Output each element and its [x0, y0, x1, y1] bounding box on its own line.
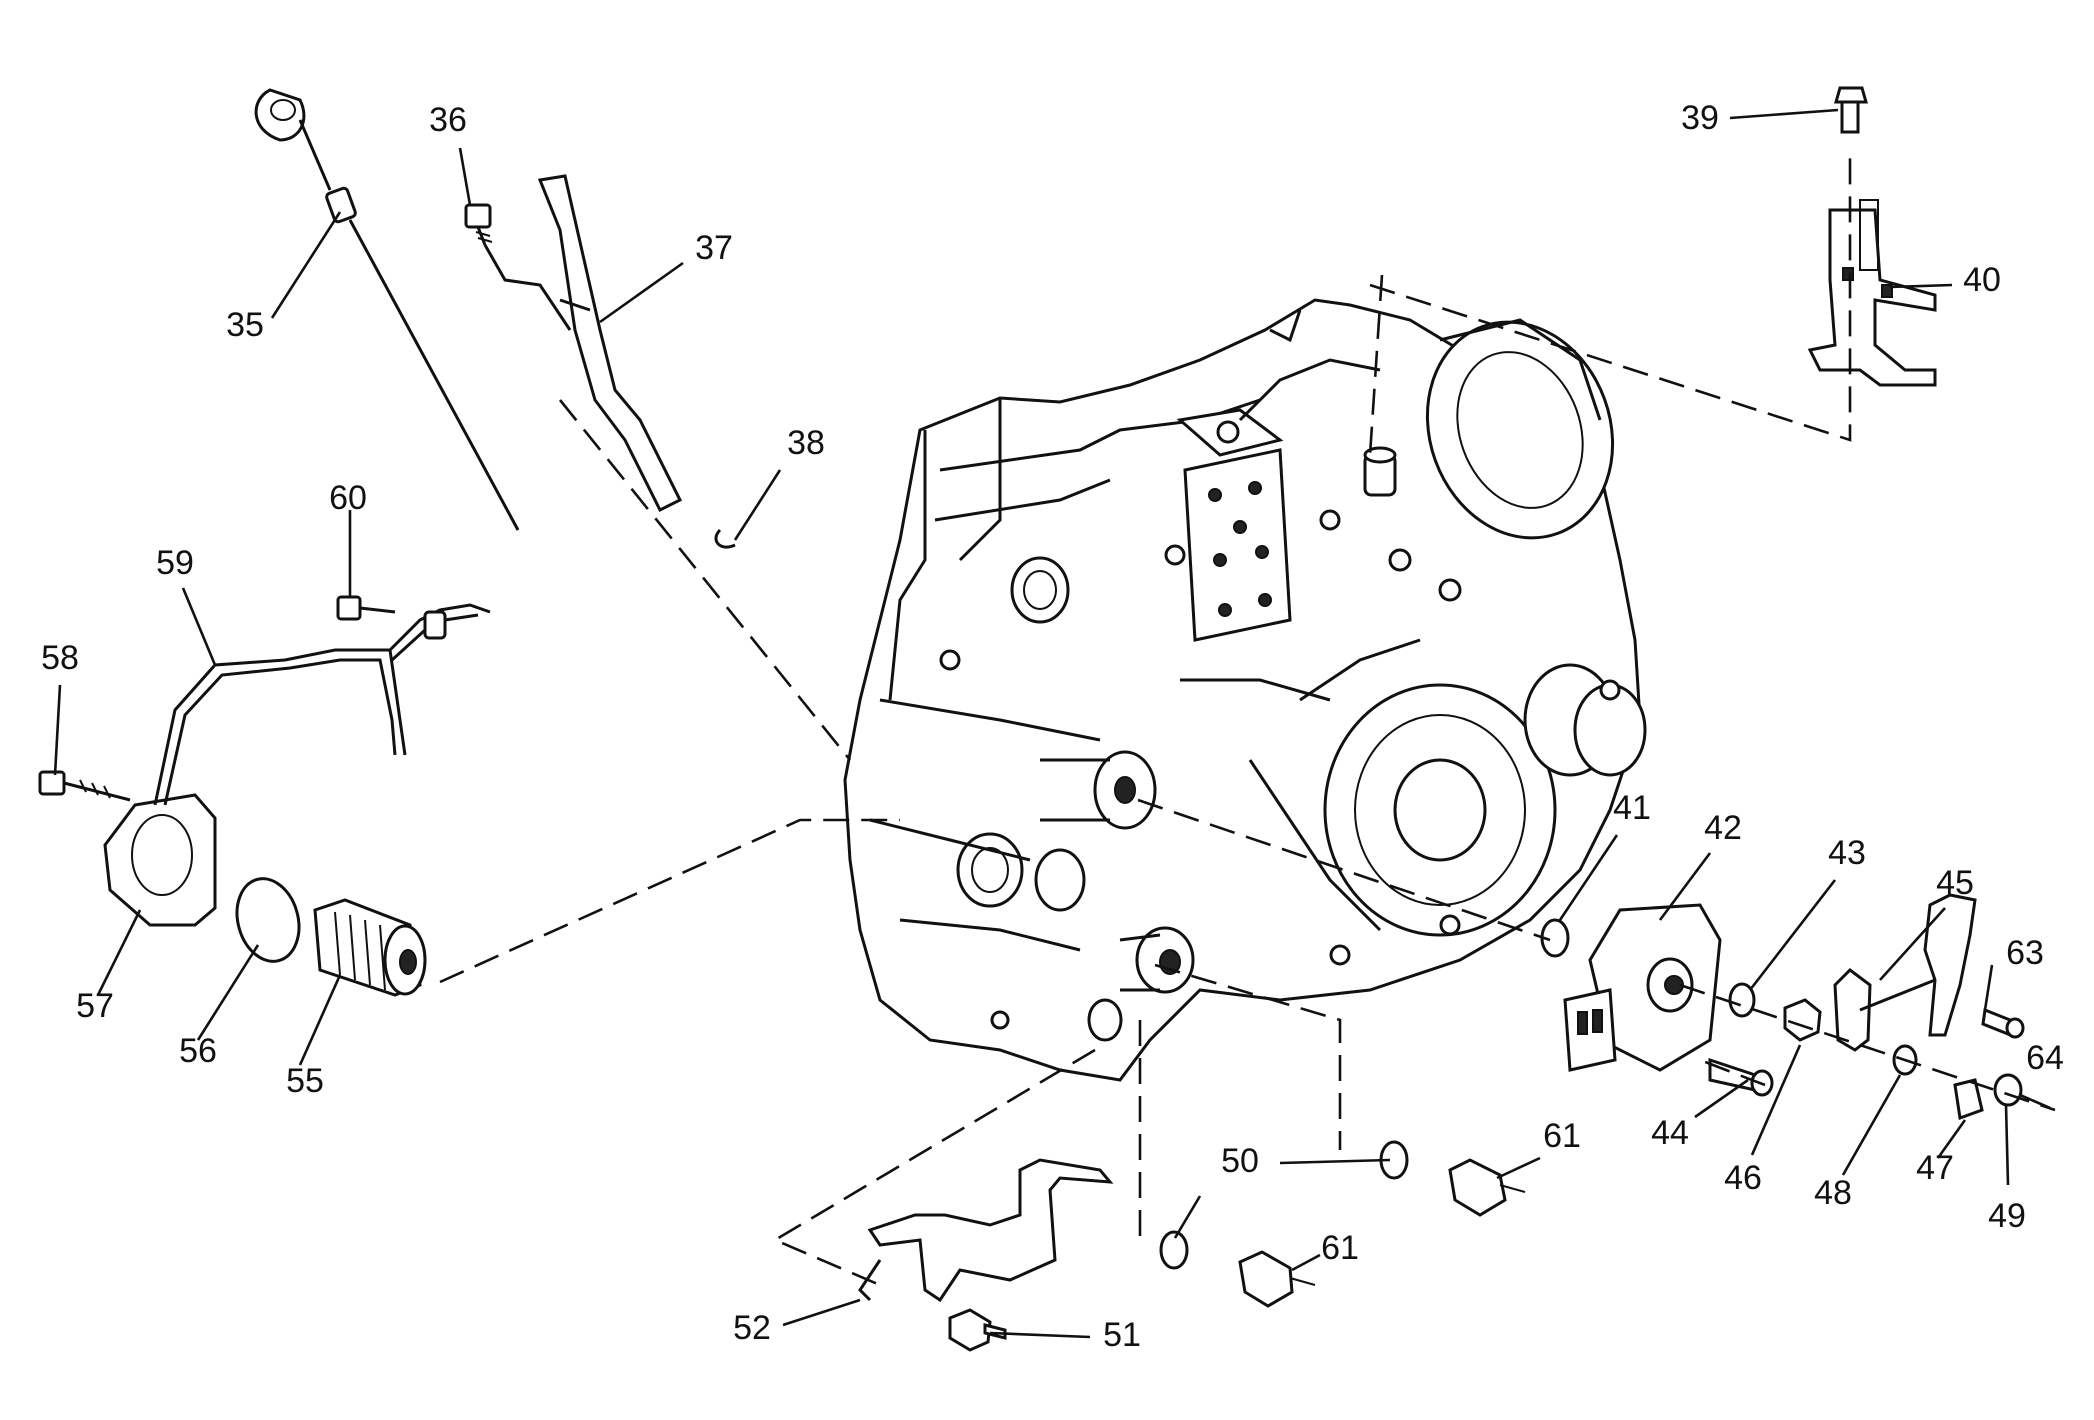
callout-49: 49 — [1988, 1197, 2026, 1235]
callout-57: 57 — [76, 987, 114, 1025]
callout-56: 56 — [179, 1032, 217, 1070]
oil-filter-assembly — [38, 770, 427, 997]
dipstick — [254, 88, 520, 531]
transmission-case — [843, 298, 1647, 1082]
callout-labels: 35 36 37 38 39 40 41 42 43 44 45 46 47 4… — [41, 99, 2064, 1354]
retaining-clip — [714, 528, 736, 549]
callout-43: 43 — [1828, 834, 1866, 872]
callout-47: 47 — [1916, 1149, 1954, 1187]
cooler-tube — [153, 595, 491, 806]
callout-50: 50 — [1221, 1142, 1259, 1180]
assembly-lines — [439, 150, 2056, 1287]
callout-58: 58 — [41, 639, 79, 677]
callout-63: 63 — [2006, 934, 2044, 972]
callout-59: 59 — [156, 544, 194, 582]
callout-39: 39 — [1681, 99, 1719, 137]
fill-tube-and-bolt — [464, 174, 683, 513]
range-sensor-assembly — [1540, 893, 2051, 1121]
callout-61-lower: 61 — [1321, 1229, 1359, 1267]
callout-37: 37 — [695, 229, 733, 267]
callout-44: 44 — [1651, 1114, 1689, 1152]
callout-61-upper: 61 — [1543, 1117, 1581, 1155]
callout-40: 40 — [1963, 261, 2001, 299]
callout-42: 42 — [1704, 809, 1742, 847]
callout-48: 48 — [1814, 1174, 1852, 1212]
callout-45: 45 — [1936, 864, 1974, 902]
callout-35: 35 — [226, 306, 264, 344]
callout-38: 38 — [787, 424, 825, 462]
callout-55: 55 — [286, 1062, 324, 1100]
pressure-switches — [1159, 1140, 1526, 1308]
callout-36: 36 — [429, 101, 467, 139]
leader-lines — [53, 108, 2010, 1339]
callout-51: 51 — [1103, 1316, 1141, 1354]
callout-64: 64 — [2026, 1039, 2064, 1077]
bracket-and-bolt — [1807, 86, 1937, 387]
lower-bracket — [858, 1158, 1114, 1352]
callout-41: 41 — [1613, 789, 1651, 827]
callout-60: 60 — [329, 479, 367, 517]
callout-52: 52 — [733, 1309, 771, 1347]
callout-46: 46 — [1724, 1159, 1762, 1197]
